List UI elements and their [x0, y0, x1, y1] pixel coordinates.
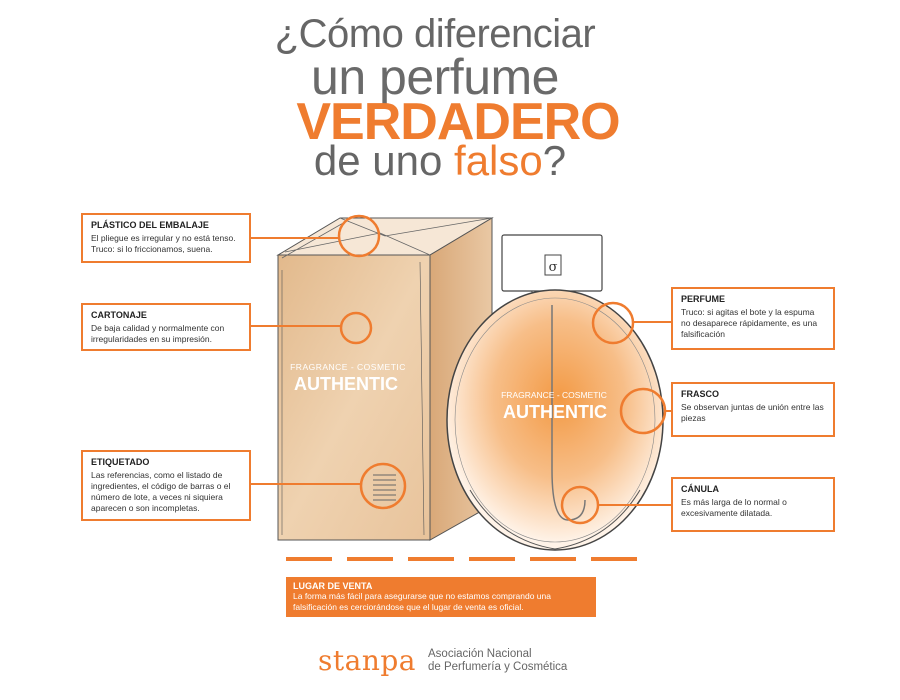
- callout-etiquetado-heading: ETIQUETADO: [91, 457, 150, 467]
- bottle-label-small: FRAGRANCE - COSMETIC: [501, 390, 607, 400]
- dash-5: [530, 557, 576, 561]
- callout-frasco: FRASCO Se observan juntas de unión entre…: [671, 382, 835, 437]
- title-line-2: un perfume: [311, 49, 559, 105]
- association-line-1: Asociación Nacional: [428, 648, 532, 660]
- bottle-drawing: σ FRAGRANCE - COSMETIC AUTHENTIC: [446, 234, 664, 551]
- leader-lines: [249, 237, 672, 506]
- callout-canula-heading: CÁNULA: [681, 484, 719, 494]
- callout-perfume: PERFUME Truco: si agitas el bote y la es…: [671, 287, 835, 350]
- callout-cartonaje: CARTONAJE De baja calidad y normalmente …: [81, 303, 251, 351]
- callout-frasco-body: Se observan juntas de unión entre las pi…: [681, 402, 824, 423]
- title-line-3: VERDADERO: [296, 93, 620, 151]
- dash-3: [408, 557, 454, 561]
- callout-canula: CÁNULA Es más larga de lo normal o exces…: [671, 477, 835, 532]
- circle-plastico: [337, 214, 381, 258]
- callout-cartonaje-body: De baja calidad y normalmente con irregu…: [91, 323, 225, 344]
- circle-perfume: [591, 301, 635, 345]
- callout-perfume-heading: PERFUME: [681, 294, 726, 304]
- title-line-4-highlight: falso: [454, 137, 543, 184]
- callout-cartonaje-heading: CARTONAJE: [91, 310, 147, 320]
- title-line-4: de uno falso?: [0, 140, 890, 182]
- dash-2: [347, 557, 393, 561]
- callout-perfume-body: Truco: si agitas el bote y la espuma no …: [681, 307, 818, 339]
- dash-4: [469, 557, 515, 561]
- box-label-small: FRAGRANCE - COSMETIC: [290, 362, 406, 372]
- callout-lugar-heading: LUGAR DE VENTA: [293, 581, 373, 591]
- box-front: [277, 254, 431, 541]
- callout-lugar-de-venta: LUGAR DE VENTA La forma más fácil para a…: [286, 577, 596, 617]
- callout-plastico-heading: PLÁSTICO DEL EMBALAJE: [91, 220, 209, 230]
- title-line-4-suffix: ?: [542, 137, 567, 184]
- box-label-big: AUTHENTIC: [294, 374, 398, 394]
- dash-1: [286, 557, 332, 561]
- bottle-label-big: AUTHENTIC: [503, 402, 607, 422]
- highlight-circles: [337, 214, 667, 525]
- box-barcode-lines: [373, 474, 396, 501]
- circle-frasco: [619, 387, 667, 435]
- circle-cartonaje: [339, 311, 373, 345]
- callout-etiquetado-body: Las referencias, como el listado de ingr…: [91, 470, 231, 513]
- callout-plastico: PLÁSTICO DEL EMBALAJE El pliegue es irre…: [81, 213, 251, 263]
- circle-etiquetado: [359, 462, 407, 510]
- association-line-2: de Perfumería y Cosmética: [428, 661, 568, 673]
- title-line-1: ¿Cómo diferenciar: [274, 12, 596, 56]
- callout-lugar-body: La forma más fácil para asegurarse que n…: [293, 591, 551, 612]
- callout-frasco-heading: FRASCO: [681, 389, 719, 399]
- cap-glyph: σ: [549, 260, 558, 275]
- title-line-4-prefix: de uno: [313, 137, 455, 184]
- callout-canula-body: Es más larga de lo normal o excesivament…: [681, 497, 787, 518]
- callout-etiquetado: ETIQUETADO Las referencias, como el list…: [81, 450, 251, 521]
- circle-canula: [560, 485, 600, 525]
- dash-6: [591, 557, 637, 561]
- callout-plastico-body: El pliegue es irregular y no está tenso.…: [91, 233, 236, 254]
- stanpa-logo: stanpa: [318, 644, 416, 677]
- association-name: Asociación Nacional de Perfumería y Cosm…: [428, 648, 567, 674]
